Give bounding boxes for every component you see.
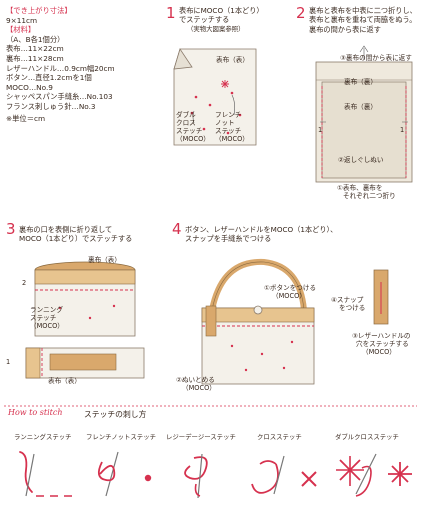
size-value: 9×11cm <box>6 15 38 25</box>
step2-label-return: ③裏布の間から表に返す <box>340 54 412 62</box>
step1-label-double-cross: ダブルクロスステッチ（MOCO） <box>176 111 210 143</box>
cross-stitch-diagram <box>251 455 317 495</box>
step3-label-running: ランニングステッチ（MOCO） <box>30 306 64 330</box>
step4-label-nuidome: ②ぬいとめる（MOCO） <box>176 376 216 392</box>
french-knot-diagram <box>97 451 152 497</box>
step2-omote-label: 表布（裏） <box>344 103 377 111</box>
running-stitch-diagram <box>19 451 72 497</box>
material-line: 表布…11×22cm <box>6 44 64 54</box>
step2-mark-left: 1 <box>318 126 323 134</box>
step2-label-kaeshi: ②返しぐしぬい <box>338 156 384 164</box>
step4-number: 4 <box>172 220 182 238</box>
step2-label-fold: ①表布、裏布をそれぞれ二つ折り <box>337 184 396 200</box>
material-line: MOCO…No.9 <box>6 82 53 92</box>
howto-title-jp: ステッチの刺し方 <box>84 410 147 419</box>
howto-title-en: How to stitch <box>8 408 63 417</box>
divider-line <box>4 405 417 407</box>
step4-label-button: ①ボタンをつける（MOCO） <box>264 284 317 300</box>
materials-block: 【でき上がり寸法】 9×11cm 【材料】 （A、B各1個分） 表布…11×22… <box>6 6 115 123</box>
step3-mark-top: 2 <box>22 279 27 287</box>
step1-number: 1 <box>166 4 176 22</box>
step2-instruction: 裏布と表布を中表に二つ折りし、 表布と裏布を重ねて両脇をぬう。 裏布の間から表に… <box>309 6 417 34</box>
step4-label-snap: ④スナップをつける <box>331 296 366 312</box>
step2-mark-right: 1 <box>400 126 405 134</box>
step3-bottom-illustration <box>25 347 145 379</box>
step1-instruction: 表布にMOCO（1本どり） でステッチする （実物大図案参照） <box>179 6 264 33</box>
step2-bag-illustration <box>315 45 413 183</box>
step3-ura-omote-label: 裏布（表） <box>88 256 121 264</box>
step2-number: 2 <box>296 4 306 22</box>
step1-fabric-illustration <box>173 48 257 146</box>
stitch-label-lazy-daisy: レジーデージーステッチ <box>166 433 236 441</box>
step3-top-illustration <box>34 261 136 337</box>
step1-label-french-knot: フレンチノットステッチ（MOCO） <box>215 111 249 143</box>
stitch-label-french-knot: フレンチノットステッチ <box>86 433 156 441</box>
step4-instruction: ボタン、レザーハンドルをMOCO（1本どり）、 スナップを手縫糸でつける <box>185 225 338 244</box>
material-line: フランス刺しゅう針…No.3 <box>6 101 96 111</box>
material-line: シャッペスパン手縫糸…No.103 <box>6 92 113 102</box>
double-cross-stitch-diagram <box>336 453 412 497</box>
material-line: レザーハンドル…0.9cm幅20cm <box>6 63 115 73</box>
step4-handle-detail <box>373 269 389 325</box>
lazy-daisy-diagram <box>184 453 208 499</box>
step2-ura-label: 裏布（裏） <box>344 78 377 86</box>
material-line: （A、B各1個分） <box>6 34 65 44</box>
step3-mark-bottom: 1 <box>6 358 11 366</box>
material-line: 裏布…11×28cm <box>6 53 64 63</box>
step3-omote-label: 表布（表） <box>48 377 81 385</box>
materials-heading: 【材料】 <box>6 25 36 35</box>
step4-bag-illustration <box>201 258 315 385</box>
step4-label-handle: ③レザーハンドルの穴をステッチする（MOCO） <box>352 332 411 356</box>
unit-note: ※単位＝cm <box>6 113 46 123</box>
step1-fabric-label: 表布（表） <box>216 56 249 64</box>
stitch-label-double-cross: ダブルクロスステッチ <box>335 433 399 441</box>
size-heading: 【でき上がり寸法】 <box>6 6 72 15</box>
step3-number: 3 <box>6 220 16 238</box>
stitch-label-cross: クロスステッチ <box>257 433 302 441</box>
stitch-label-running: ランニングステッチ <box>14 433 72 441</box>
material-line: ボタン…直径1.2cmを1個 <box>6 73 92 83</box>
step3-instruction: 裏布の口を表側に折り返して MOCO（1本どり）でステッチする <box>19 225 133 244</box>
